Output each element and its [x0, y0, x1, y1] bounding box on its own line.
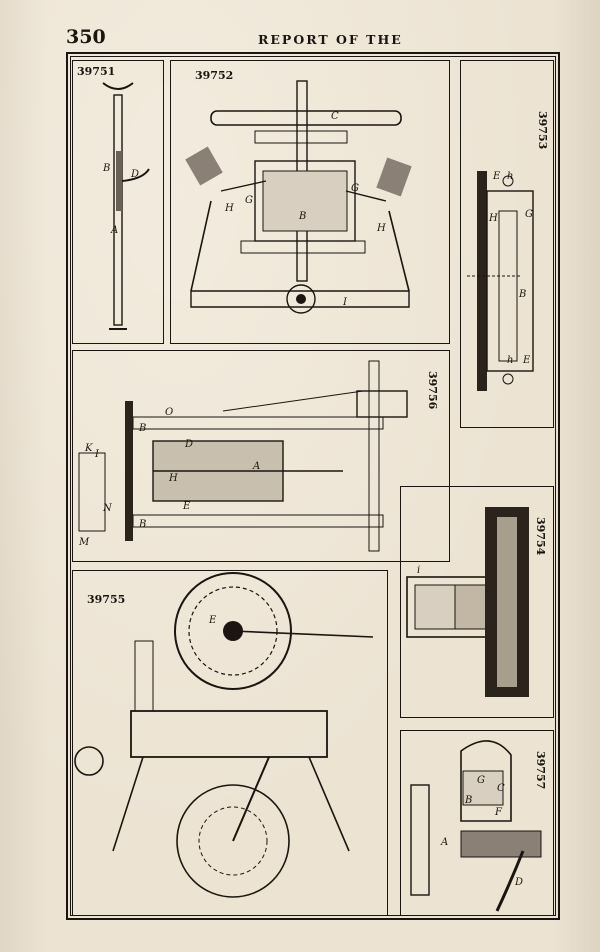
label-H-right: H: [376, 223, 386, 234]
figure-panel-39754: 39754 i: [400, 486, 554, 718]
label-E-bottom: E: [522, 355, 531, 366]
figure-panel-39757: 39757 C G B F A D: [400, 730, 554, 916]
label-A: A: [252, 461, 260, 472]
label-i: i: [417, 565, 420, 576]
label-C: C: [497, 783, 505, 794]
label-N: N: [102, 503, 113, 514]
figure-panel-39756: 39756 O B D A H E B I K N M: [72, 350, 450, 562]
figure-panel-39753: 39753 E h G H B h E: [460, 60, 554, 428]
figure-39751-drawing: B D A: [102, 82, 150, 330]
label-H: H: [488, 213, 498, 224]
label-D: D: [130, 169, 139, 180]
plate-frame: [66, 52, 560, 920]
figure-number: 39752: [195, 69, 234, 82]
label-O: O: [165, 407, 173, 418]
label-C: C: [331, 111, 339, 122]
label-E: E: [208, 615, 217, 626]
label-A: A: [440, 837, 448, 848]
label-h-top: h: [507, 171, 513, 182]
label-E-top: E: [492, 171, 501, 182]
label-K: K: [84, 443, 93, 454]
label-M: M: [78, 537, 90, 548]
figure-39755-drawing: E: [74, 572, 374, 898]
figure-39752-drawing: C G G H H B I: [185, 80, 412, 314]
label-B: B: [518, 289, 526, 300]
figure-number: 39751: [77, 65, 116, 78]
label-I: I: [94, 449, 100, 460]
label-F: F: [494, 807, 503, 818]
label-B: B: [102, 163, 110, 174]
label-D: D: [184, 439, 193, 450]
label-H-left: H: [224, 203, 234, 214]
label-G: G: [477, 775, 485, 786]
label-E: E: [182, 501, 191, 512]
figure-number: 39755: [87, 593, 126, 606]
label-G-right: G: [351, 183, 359, 194]
page-number: 350: [66, 26, 106, 48]
figure-panel-39752: 39752 C G G H H B I: [170, 60, 450, 344]
label-G-left: G: [245, 195, 253, 206]
figure-39757-drawing: C G B F A D: [410, 740, 542, 912]
label-H: H: [168, 473, 178, 484]
label-I: I: [342, 297, 348, 308]
label-h-bottom: h: [507, 355, 513, 366]
figure-panel-39751: 39751 B D A: [72, 60, 164, 344]
running-head: REPORT OF THE: [258, 32, 403, 47]
figure-39753-drawing: E h G H B h E: [467, 171, 534, 391]
label-B-top: B: [138, 423, 146, 434]
label-D: D: [514, 877, 523, 888]
figure-39754-drawing: i: [406, 507, 529, 697]
label-B: B: [298, 211, 306, 222]
figure-39756-drawing: O B D A H E B I K N M: [78, 360, 408, 552]
figure-panel-39755: 39755 E: [72, 570, 388, 916]
label-B-bottom: B: [138, 519, 146, 530]
label-B: B: [464, 795, 472, 806]
label-A: A: [110, 225, 118, 236]
label-G: G: [525, 209, 533, 220]
